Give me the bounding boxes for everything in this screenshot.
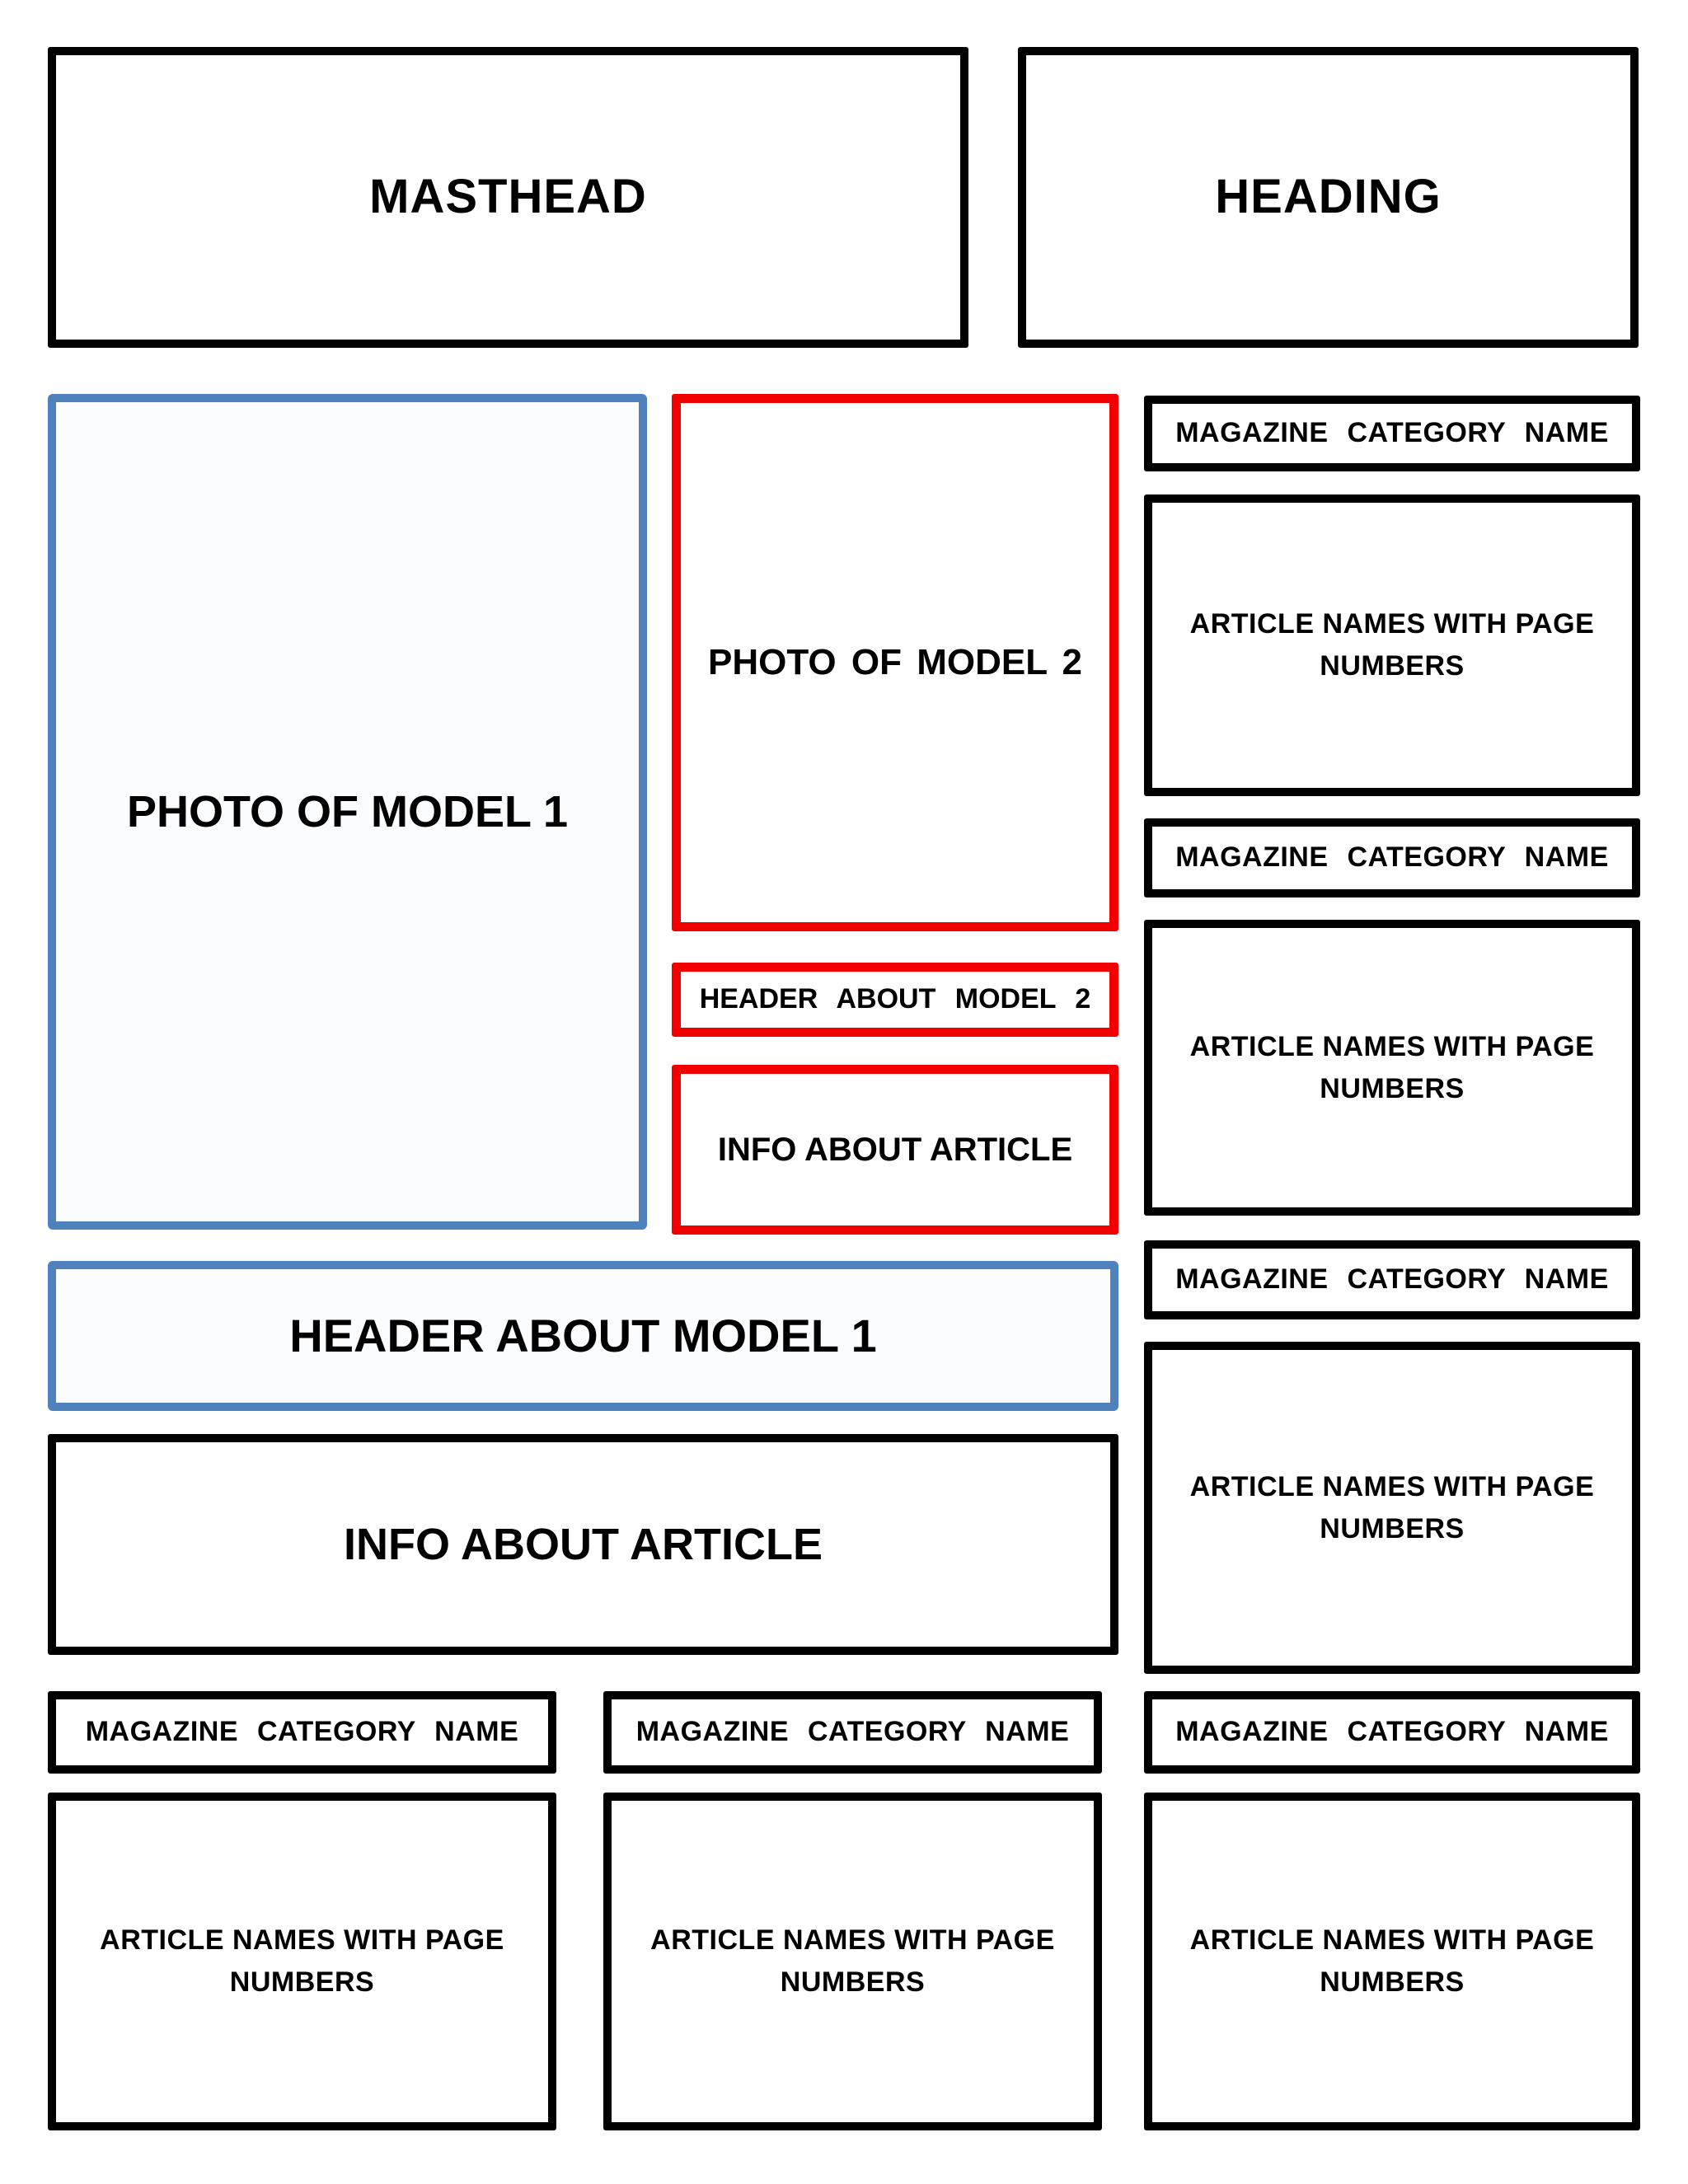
bottom-articles-3: ARTICLE NAMES WITH PAGE NUMBERS xyxy=(1144,1793,1640,2130)
bottom-category-3: MAGAZINE CATEGORY NAME xyxy=(1144,1691,1640,1774)
bottom-category-2: MAGAZINE CATEGORY NAME xyxy=(603,1691,1102,1774)
right-column-category-2: MAGAZINE CATEGORY NAME xyxy=(1144,818,1640,898)
bottom-articles-2: ARTICLE NAMES WITH PAGE NUMBERS xyxy=(603,1793,1102,2130)
heading-box: HEADING xyxy=(1018,47,1639,348)
right-column-articles-3: ARTICLE NAMES WITH PAGE NUMBERS xyxy=(1144,1342,1640,1674)
right-column-articles-1: ARTICLE NAMES WITH PAGE NUMBERS xyxy=(1144,494,1640,796)
bottom-articles-1: ARTICLE NAMES WITH PAGE NUMBERS xyxy=(48,1793,556,2130)
info-about-article-model-2-box: INFO ABOUT ARTICLE xyxy=(672,1065,1118,1235)
right-column-category-3: MAGAZINE CATEGORY NAME xyxy=(1144,1240,1640,1319)
right-column-articles-2: ARTICLE NAMES WITH PAGE NUMBERS xyxy=(1144,920,1640,1216)
header-about-model-2-box: HEADER ABOUT MODEL 2 xyxy=(672,963,1118,1037)
info-about-article-model-1-box: INFO ABOUT ARTICLE xyxy=(48,1434,1118,1655)
masthead-box: MASTHEAD xyxy=(48,47,968,348)
bottom-category-1: MAGAZINE CATEGORY NAME xyxy=(48,1691,556,1774)
photo-model-2-box: PHOTO OF MODEL 2 xyxy=(672,394,1118,931)
right-column-category-1: MAGAZINE CATEGORY NAME xyxy=(1144,396,1640,471)
header-about-model-1-box: HEADER ABOUT MODEL 1 xyxy=(48,1261,1118,1411)
photo-model-1-box: PHOTO OF MODEL 1 xyxy=(48,394,647,1230)
